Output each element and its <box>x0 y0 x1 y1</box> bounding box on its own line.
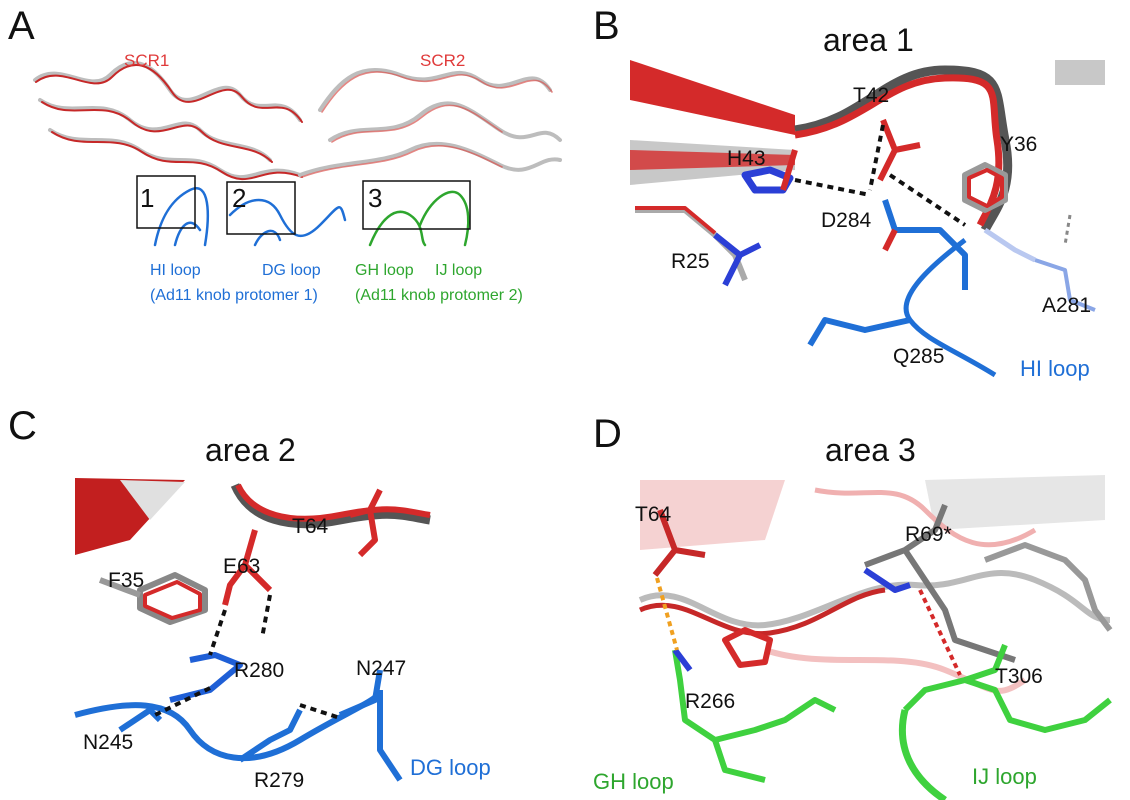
hbond-t42-d284 <box>868 124 885 191</box>
res-t64-c: T64 <box>292 515 329 538</box>
label-ij-loop-a: IJ loop <box>435 262 483 279</box>
box-number-3: 3 <box>368 183 383 213</box>
res-h43: H43 <box>727 147 766 170</box>
res-r266: R266 <box>685 690 736 713</box>
label-gh-loop-a: GH loop <box>355 262 414 279</box>
panel-d: D area 3 T64 R69* T306 R266 GH loop IJ l… <box>565 400 1130 800</box>
right-chain-grey <box>983 542 1113 632</box>
res-t64-d: T64 <box>635 503 672 526</box>
res-d284: D284 <box>821 209 872 232</box>
res-r279: R279 <box>254 769 305 792</box>
ribbon-red <box>794 74 1003 227</box>
f35-ring-grey <box>137 572 208 625</box>
title-area-2: area 2 <box>205 432 296 468</box>
n247-sidechain <box>338 669 383 718</box>
res-t306: T306 <box>995 665 1043 688</box>
res-y36: Y36 <box>1000 133 1038 156</box>
scr1-trace-red <box>35 64 303 181</box>
label-gh-loop-d: GH loop <box>593 769 674 794</box>
r280-sidechain <box>169 652 243 703</box>
ij-loop-trace <box>418 190 470 247</box>
label-dg-loop-a: DG loop <box>262 262 321 279</box>
panel-b: B area 1 T42 H43 Y36 D284 R25 A281 Q285 … <box>565 0 1130 400</box>
title-area-1: area 1 <box>823 22 914 58</box>
r69-sidechain <box>863 503 1016 663</box>
r25-sidechain-red <box>635 206 717 235</box>
hbond-e63-r280-b <box>260 594 272 639</box>
hi-loop-trace <box>153 187 209 247</box>
f35-ring-red <box>143 580 202 620</box>
scr2-trace-grey <box>298 68 562 177</box>
res-q285: Q285 <box>893 345 945 368</box>
panel-a: A SCR1 SCR2 1 2 3 HI loop DG loop (Ad11 … <box>0 0 565 400</box>
proline-ring <box>722 627 773 668</box>
a281-sidechain <box>1034 258 1096 312</box>
t64-sidechain-d <box>652 508 706 577</box>
y36-sidechain-red <box>967 168 1004 208</box>
d284-sidechain <box>882 199 968 290</box>
gh-loop-backbone <box>672 649 837 743</box>
label-protomer-1: (Ad11 knob protomer 1) <box>150 287 318 304</box>
gh-loop-trace <box>368 210 427 247</box>
panel-c-structure <box>74 478 431 782</box>
bg-sheet-red <box>640 480 785 550</box>
hbond-e63-r280-a <box>208 609 227 656</box>
hbond-r279-n247 <box>299 703 341 720</box>
label-scr1: SCR1 <box>124 51 170 70</box>
label-hi-loop-b: HI loop <box>1020 356 1090 381</box>
panel-letter-c: C <box>8 404 37 448</box>
hbond-r69-t306 <box>918 589 962 676</box>
label-scr2: SCR2 <box>420 51 466 70</box>
panel-c: C area 2 F35 E63 T64 R280 N247 N245 R279… <box>0 400 565 800</box>
hbond-t42-hi <box>888 173 967 227</box>
q285-sidechain <box>807 317 911 347</box>
ribbon-d-red <box>638 587 886 637</box>
label-dg-loop-c: DG loop <box>410 755 491 780</box>
hbond-h43-d284 <box>794 178 871 197</box>
res-a281: A281 <box>1042 294 1092 317</box>
t42-sidechain <box>877 118 921 182</box>
panel-letter-a: A <box>8 4 35 48</box>
hbond-t64-r266 <box>655 577 679 651</box>
ribbon-c-red <box>235 483 431 522</box>
res-t42: T42 <box>853 84 890 107</box>
panel-d-structure <box>638 475 1113 800</box>
beta-strand-red <box>630 60 795 135</box>
label-ij-loop-d: IJ loop <box>972 764 1037 789</box>
title-area-3: area 3 <box>825 432 916 468</box>
label-protomer-2: (Ad11 knob protomer 2) <box>355 287 523 304</box>
res-r280: R280 <box>234 659 285 682</box>
y36-sidechain-grey <box>962 162 1008 213</box>
res-r69: R69* <box>905 523 952 546</box>
panel-letter-d: D <box>593 412 622 456</box>
scr2-trace-red <box>301 71 553 178</box>
n245-sidechain <box>118 707 163 733</box>
res-f35: F35 <box>108 569 145 592</box>
hbond-y36-a281 <box>1063 214 1072 246</box>
r279-sidechain <box>238 708 303 763</box>
ij-loop-backbone <box>902 677 1112 733</box>
box-area-2 <box>226 181 296 235</box>
t306-sidechain <box>964 643 1008 683</box>
panel-a-structure <box>33 61 562 247</box>
panel-b-structure <box>630 60 1105 378</box>
box-area-3 <box>362 180 471 230</box>
ribbon-c-grey <box>230 483 431 529</box>
res-n247: N247 <box>356 657 407 680</box>
panel-letter-b: B <box>593 4 620 48</box>
t64-sidechain <box>349 488 383 558</box>
res-n245: N245 <box>83 731 134 754</box>
box-number-1: 1 <box>140 183 155 213</box>
dg-loop-trace <box>228 198 347 247</box>
e63-sidechain <box>222 529 273 606</box>
box-number-2: 2 <box>232 183 247 213</box>
res-e63: E63 <box>223 555 261 578</box>
res-r25: R25 <box>671 250 710 273</box>
box-area-1 <box>136 175 196 229</box>
label-hi-loop-a: HI loop <box>150 262 201 279</box>
r266-sidechain <box>672 648 693 672</box>
